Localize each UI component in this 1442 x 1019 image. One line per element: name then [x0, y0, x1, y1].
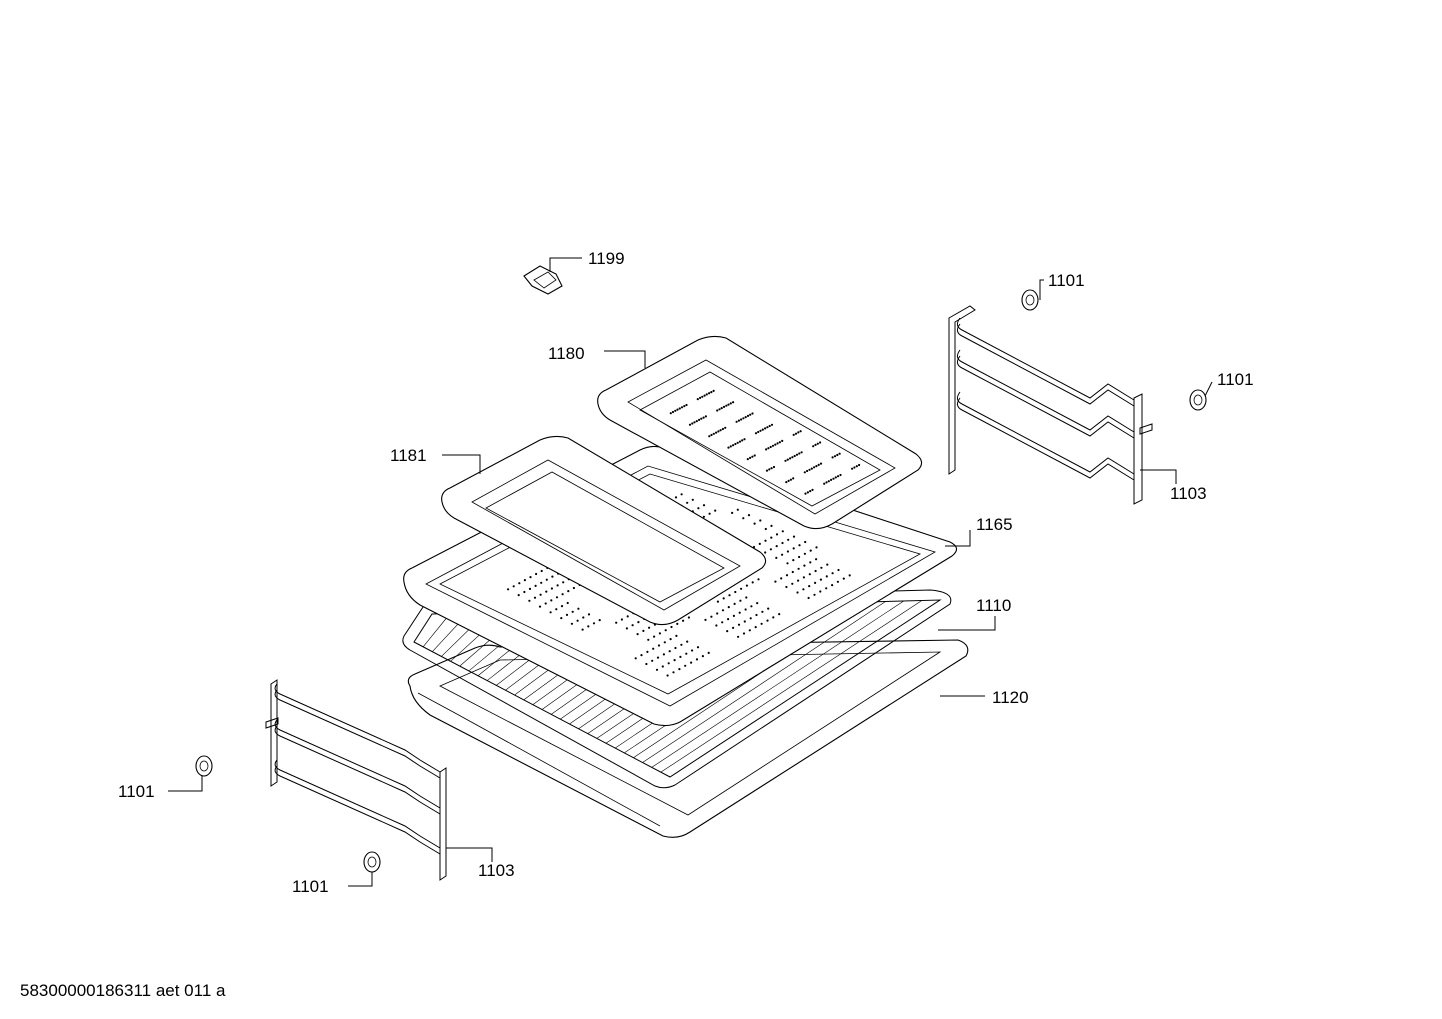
callout-1101-right: 1101: [1217, 370, 1254, 389]
part-solid-container: [441, 435, 767, 626]
part-side-rail-right: [948, 305, 1153, 505]
part-side-rail-left: [265, 679, 447, 881]
callout-1180: 1180: [548, 344, 585, 363]
callout-1165: 1165: [976, 515, 1013, 534]
callout-1199: 1199: [588, 249, 625, 268]
callout-1120: 1120: [992, 688, 1029, 707]
part-baking-tray: [407, 639, 969, 838]
part-perforated-container: [597, 335, 923, 530]
callout-1110: 1110: [976, 596, 1011, 615]
callout-1101-left: 1101: [118, 782, 155, 801]
part-fastener-b: [1189, 389, 1207, 411]
callout-1103-left: 1103: [478, 861, 515, 880]
drawing-code: 58300000186311 aet 011 a: [20, 981, 226, 1000]
part-fastener-a: [1021, 289, 1039, 311]
part-fastener-c: [195, 755, 213, 777]
callout-1101-bottom: 1101: [292, 877, 329, 896]
callout-1101-top: 1101: [1048, 271, 1085, 290]
callout-1103-right: 1103: [1170, 484, 1207, 503]
part-fastener-d: [363, 851, 381, 873]
callout-1181: 1181: [390, 446, 427, 465]
leader-lines: [168, 257, 1213, 887]
part-clip: [523, 265, 563, 295]
